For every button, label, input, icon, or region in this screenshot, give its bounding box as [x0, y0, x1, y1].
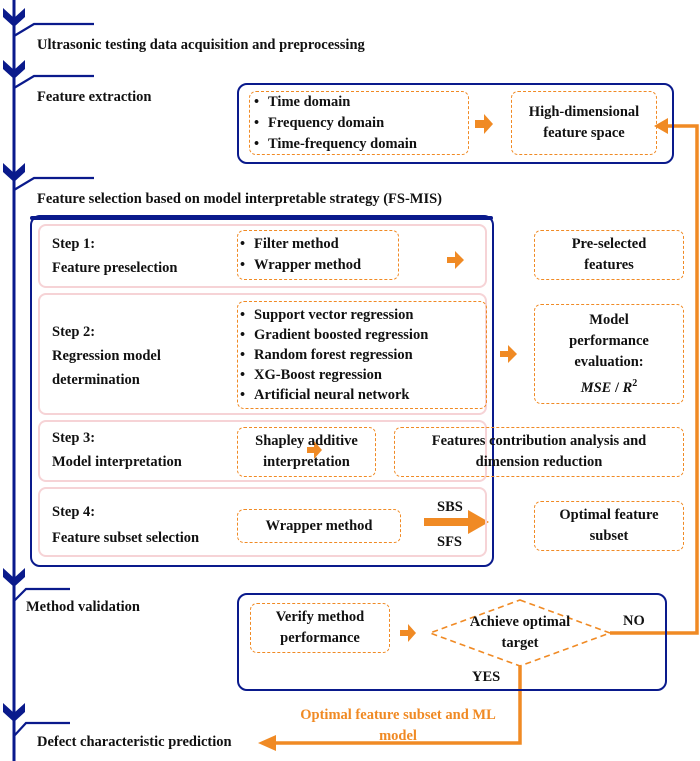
- step-4-output-box: Optimal feature subset: [534, 501, 684, 551]
- step-2-subtitle: determination: [52, 372, 140, 388]
- step-3-shapley-box: Shapley additive interpretation: [237, 427, 376, 477]
- arrow-validation: [400, 624, 416, 642]
- spine-chevron-2: [3, 60, 25, 79]
- stage-branch-2: [13, 74, 94, 89]
- stage-label-fs-mis: Feature selection based on model interpr…: [37, 191, 442, 207]
- model-item: XG-Boost regression: [240, 365, 486, 385]
- output-text: High-dimensional: [528, 104, 640, 120]
- step-2-title: Step 2:: [52, 324, 96, 340]
- spine-chevron-3: [3, 163, 25, 182]
- output-text: evaluation:: [574, 353, 644, 370]
- wrapper-text: Wrapper method: [265, 517, 373, 534]
- validation-panel: [237, 593, 667, 691]
- output-text: subset: [589, 528, 629, 544]
- feature-extraction-panel: Time domain Frequency domain Time-freque…: [237, 83, 674, 164]
- yes-output-line: [270, 666, 522, 745]
- metric-text: MSE / R2: [581, 373, 638, 399]
- no-feedback-arrowhead: [654, 118, 668, 134]
- decision-line: target: [501, 635, 539, 651]
- high-dimensional-space-box: High-dimensional feature space: [511, 91, 657, 155]
- step-3-output-box: Features contribution analysis and dimen…: [394, 427, 684, 477]
- output-text: Model: [589, 311, 629, 328]
- shapley-text: interpretation: [263, 454, 350, 470]
- output-text: dimension reduction: [475, 454, 603, 470]
- domain-item: Time-frequency domain: [254, 134, 468, 155]
- step-2-models: Support vector regression Gradient boost…: [238, 305, 486, 405]
- metric-r-superscript: 2: [632, 377, 638, 389]
- no-label: NO: [623, 613, 645, 629]
- sfs-label: SFS: [437, 534, 462, 550]
- stage-label-prediction: Defect characteristic prediction: [37, 734, 232, 750]
- arrow-step3: [307, 441, 322, 459]
- verify-text: performance: [280, 630, 360, 646]
- metric-r: R: [622, 379, 633, 396]
- step-1-title: Step 1:: [52, 236, 96, 252]
- step-2-subtitle: Regression model: [52, 348, 161, 364]
- step-4-title: Step 4:: [52, 504, 96, 520]
- step-1-output-box: Pre-selected features: [534, 230, 684, 280]
- result-line: Optimal feature subset and ML: [300, 707, 496, 723]
- step-1-row: [38, 224, 487, 288]
- stage-branch-3: [13, 176, 94, 191]
- domain-list: Time domain Frequency domain Time-freque…: [250, 92, 468, 155]
- stage-label-validation: Method validation: [26, 599, 140, 615]
- metric-separator: /: [611, 379, 623, 396]
- output-text: feature space: [543, 125, 625, 141]
- verify-text: Verify method: [275, 609, 365, 625]
- step-4-row: [38, 487, 487, 557]
- output-text: features: [584, 257, 634, 273]
- step-1-methods-box: Filter method Wrapper method: [237, 230, 399, 280]
- output-text: performance: [569, 332, 649, 349]
- output-text: Optimal feature: [559, 507, 659, 523]
- step-1-methods: Filter method Wrapper method: [238, 234, 398, 276]
- domain-list-box: Time domain Frequency domain Time-freque…: [249, 91, 469, 155]
- model-item: Gradient boosted regression: [240, 325, 486, 345]
- stage-branch-1: [13, 22, 94, 37]
- yes-output-arrowhead: [258, 735, 276, 751]
- step-4-subtitle: Feature subset selection: [52, 530, 200, 546]
- model-item: Random forest regression: [240, 345, 486, 365]
- output-text: Pre-selected: [571, 236, 647, 252]
- output-text: Features contribution analysis and: [431, 433, 647, 449]
- step-3-title: Step 3:: [52, 430, 96, 446]
- model-item: Support vector regression: [240, 305, 486, 325]
- fs-mis-panel: [30, 215, 494, 567]
- domain-item: Frequency domain: [254, 113, 468, 134]
- method-item: Filter method: [240, 234, 398, 255]
- stage-branch-4: [13, 587, 70, 602]
- arrow-step2: [500, 345, 517, 363]
- arrow-extraction: [475, 114, 493, 134]
- decision-line: Achieve optimal: [469, 614, 571, 630]
- arrow-step1: [447, 251, 464, 269]
- no-feedback-line: [610, 124, 699, 635]
- step-3-row: [38, 420, 487, 482]
- step-1-subtitle: Feature preselection: [52, 260, 178, 276]
- verify-performance-box: Verify method performance: [250, 603, 390, 653]
- step-4-wrapper-box: Wrapper method: [237, 509, 401, 543]
- model-item: Artificial neural network: [240, 385, 486, 405]
- yes-label: YES: [472, 669, 501, 685]
- spine-chevron-1: [3, 8, 25, 27]
- result-line: model: [379, 728, 417, 744]
- step-2-models-box: Support vector regression Gradient boost…: [237, 301, 487, 409]
- decision-text: Achieve optimal target: [460, 612, 580, 654]
- step-3-subtitle: Model interpretation: [52, 454, 182, 470]
- spine-chevron-5: [3, 703, 25, 722]
- spine-chevron-4: [3, 568, 25, 587]
- stage-label-extraction: Feature extraction: [37, 89, 152, 105]
- metric-mse: MSE: [580, 379, 612, 396]
- method-item: Wrapper method: [240, 255, 398, 276]
- step-2-evaluation-box: Model performance evaluation: MSE / R2: [534, 304, 684, 404]
- stage-label-acquisition: Ultrasonic testing data acquisition and …: [37, 37, 365, 53]
- stage-branch-5: [13, 721, 70, 737]
- result-label: Optimal feature subset and ML model: [278, 705, 518, 747]
- arrow-step4: [424, 510, 489, 534]
- domain-item: Time domain: [254, 92, 468, 113]
- sbs-label: SBS: [437, 499, 463, 515]
- shapley-text: Shapley additive: [255, 433, 358, 449]
